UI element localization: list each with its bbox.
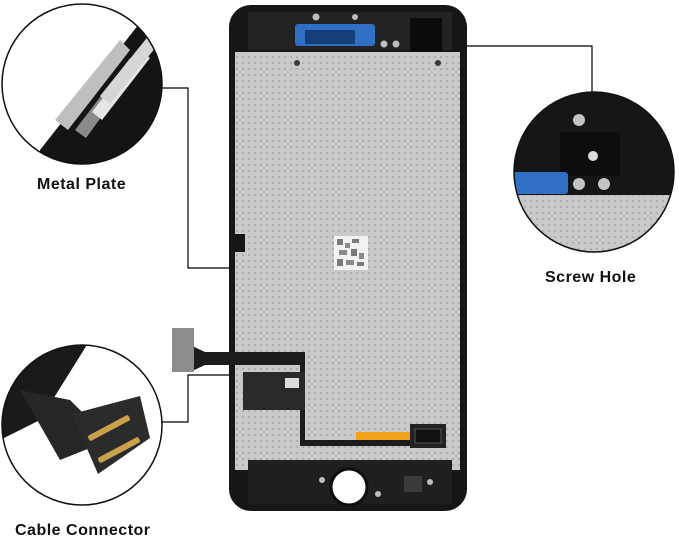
orange-tape xyxy=(356,432,418,440)
leader-lines xyxy=(158,45,593,423)
data-matrix-label xyxy=(334,236,368,270)
screw-top-1 xyxy=(312,13,320,21)
flex-cable xyxy=(172,328,446,448)
zoom-metal-plate xyxy=(1,3,163,165)
screw-hole-label: Screw Hole xyxy=(545,269,637,286)
screw-top-2 xyxy=(380,40,388,48)
screw-zoom-3 xyxy=(598,178,610,190)
flex-tab xyxy=(172,328,194,372)
screen-assembly xyxy=(172,5,467,511)
zoom-screw-hole xyxy=(513,91,675,253)
leader-metal-plate xyxy=(158,87,232,269)
home-button-hole xyxy=(331,469,367,505)
side-notch xyxy=(235,234,245,252)
cable-connector-label: Cable Connector xyxy=(15,522,151,539)
blue-bracket-zoom xyxy=(514,172,568,194)
screw-top-3 xyxy=(392,40,400,48)
screw-top-4 xyxy=(352,14,358,20)
leader-screw-hole xyxy=(462,45,593,92)
screw-zoom-1 xyxy=(573,114,585,126)
leader-cable-connector xyxy=(160,374,230,423)
screw-zoom-2 xyxy=(573,178,585,190)
metal-plate-label: Metal Plate xyxy=(37,176,127,193)
zoom-cable-connector xyxy=(1,344,163,506)
front-camera-cutout xyxy=(410,18,442,52)
connector-pins xyxy=(87,415,141,463)
